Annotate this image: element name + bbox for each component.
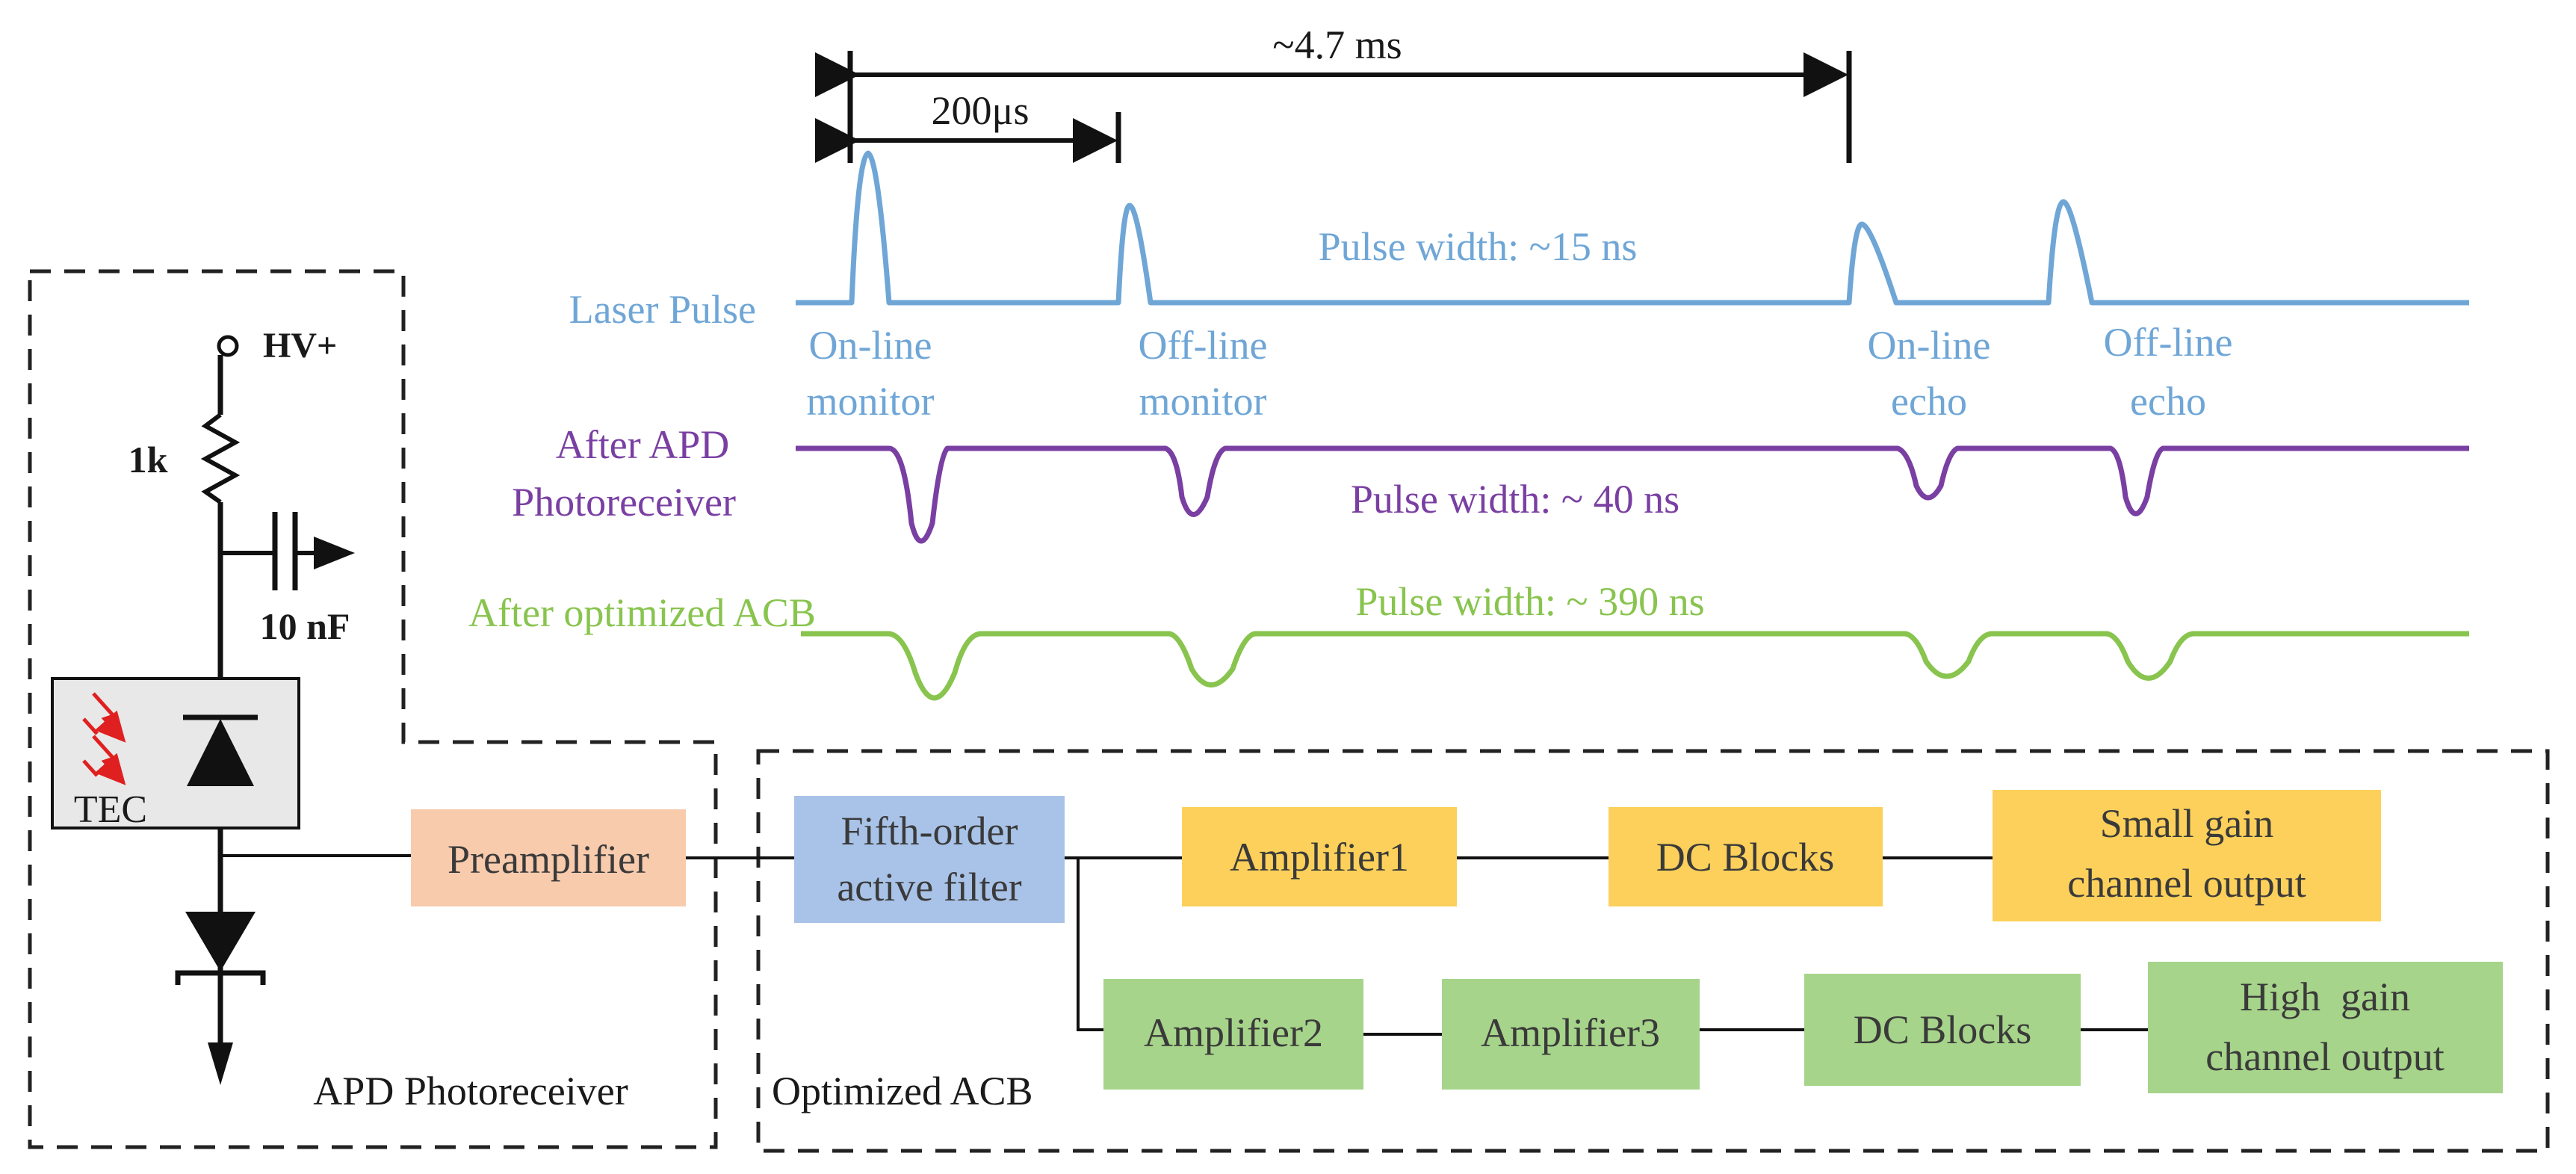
amplifier1-label: Amplifier1 [1230,835,1409,880]
apd-pulse-width: Pulse width: ~ 40 ns [1351,477,1679,522]
apd-diode [187,719,254,786]
tec-label: TEC [74,788,147,831]
apd-region-label: APD Photoreceiver [313,1069,628,1113]
acb-pulse-width: Pulse width: ~ 390 ns [1355,579,1704,624]
small-gain-label-1: Small gain [2100,801,2273,846]
acb-waveform [801,631,2469,701]
acb-label: After optimized ACB [468,590,816,635]
high-gain-output-block: High gain channel output [2148,962,2503,1093]
resistor-label: 1k [129,439,168,481]
laser-pulse-width: Pulse width: ~15 ns [1319,224,1638,269]
online-monitor-label-2: monitor [807,379,935,424]
delay-label: 200μs [932,88,1030,133]
apd-region-border [28,269,718,1149]
online-echo-label-2: echo [1891,379,1967,424]
filter-block: Fifth-order active filter [794,796,1065,923]
small-gain-label-2: channel output [2067,861,2306,906]
apd-region: APD Photoreceiver HV+ 1k 10 nF TEC [28,269,718,1149]
offline-echo-label-2: echo [2130,379,2206,424]
preamplifier-block: Preamplifier [411,809,686,906]
ground-arrow-right [314,537,355,569]
acb-region: Optimized ACB [756,749,2550,1153]
ground-arrow-down [208,1042,233,1085]
small-gain-output-block: Small gain channel output [1993,790,2381,921]
laser-label: Laser Pulse [569,287,756,332]
high-gain-label-2: channel output [2205,1034,2444,1079]
dc-blocks-2-label: DC Blocks [1854,1007,2032,1052]
signal-wires [686,856,2148,1036]
total-period-label: ~4.7 ms [1272,22,1402,67]
amplifier2-label: Amplifier2 [1144,1010,1323,1055]
apd-trace: After APD Photoreceiver Pulse width: ~ 4… [512,422,2469,544]
light-arrows-icon [82,692,126,785]
capacitor-label: 10 nF [260,605,350,647]
protection-diode [185,912,256,971]
filter-label-2: active filter [837,865,1021,909]
offline-monitor-label-2: monitor [1139,379,1267,424]
online-echo-label-1: On-line [1868,323,1991,368]
amplifier3-block: Amplifier3 [1442,979,1700,1090]
high-gain-label-1: High gain [2240,974,2410,1019]
filter-label-1: Fifth-order [841,809,1018,853]
laser-trace: Laser Pulse Pulse width: ~15 ns On-line … [569,150,2469,424]
dc-blocks-1: DC Blocks [1609,807,1883,906]
acb-region-border [756,749,2550,1153]
dc-blocks-2: DC Blocks [1804,974,2081,1086]
acb-trace: After optimized ACB Pulse width: ~ 390 n… [468,579,2469,701]
laser-waveform [796,150,2469,306]
preamplifier-label: Preamplifier [448,837,649,882]
online-monitor-label-1: On-line [809,323,932,368]
amplifier2-block: Amplifier2 [1103,979,1363,1090]
offline-monitor-label-1: Off-line [1139,323,1268,368]
tec-box [51,677,300,829]
timing-annotations: ~4.7 ms 200μs [815,22,1852,163]
amplifier1-block: Amplifier1 [1182,807,1457,906]
hv-terminal [217,335,239,357]
offline-echo-label-1: Off-line [2104,320,2233,365]
apd-label-2: Photoreceiver [512,480,736,525]
resistor-1k [200,413,241,504]
dc-blocks-1-label: DC Blocks [1656,835,1835,880]
apd-waveform [796,445,2469,544]
apd-label-1: After APD [556,422,729,467]
amplifier3-label: Amplifier3 [1481,1010,1660,1055]
hv-label: HV+ [263,326,337,365]
acb-region-label: Optimized ACB [772,1069,1033,1113]
